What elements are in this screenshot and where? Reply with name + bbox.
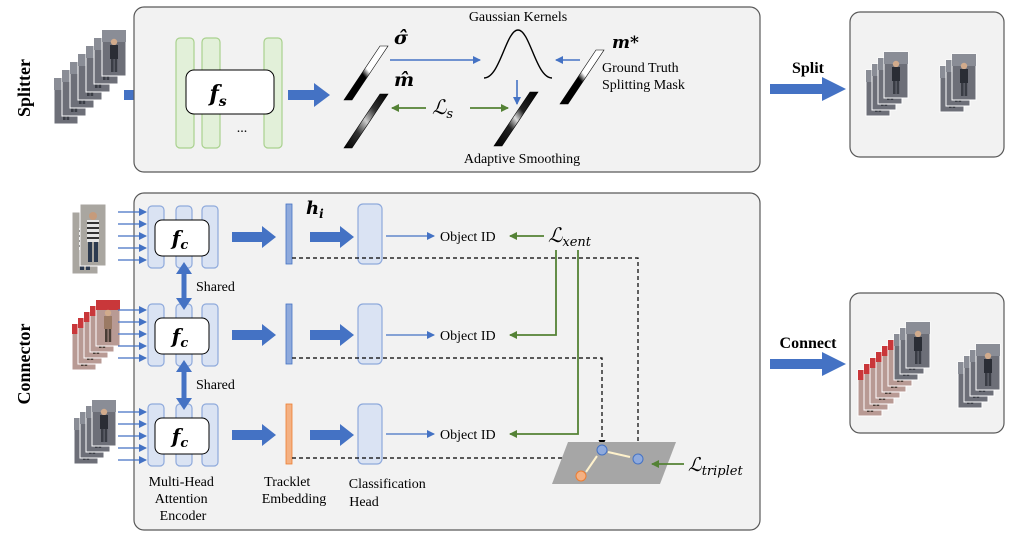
ground-truth-caption-1: Ground Truth bbox=[602, 61, 679, 76]
classification-head-1 bbox=[357, 203, 383, 265]
xent-to-id3-arrow bbox=[509, 250, 579, 438]
object-id-label-3: Object ID bbox=[440, 428, 496, 443]
connector-encoder-2-subscript: c bbox=[180, 336, 188, 351]
encoder-2-output-arrow bbox=[232, 324, 276, 346]
split-arrow bbox=[770, 77, 846, 101]
shared-label-1: Shared bbox=[196, 280, 235, 295]
input-token-arrows-1 bbox=[118, 208, 147, 264]
object-id-label-2: Object ID bbox=[440, 329, 496, 344]
h-symbol: h bbox=[306, 198, 319, 219]
triplet-pull-push-arrows bbox=[585, 451, 631, 473]
triplet-loss-subscript: triplet bbox=[702, 464, 744, 479]
splitter-encoder: fs ... bbox=[175, 37, 283, 149]
connector-encoder-3: fc bbox=[147, 403, 219, 467]
gaussian-kernel-curve bbox=[483, 29, 553, 79]
triplet-loss-symbol: ℒ bbox=[688, 454, 703, 476]
svg-text:fc: fc bbox=[170, 226, 189, 253]
splitter-input-tracklet bbox=[53, 29, 127, 125]
connect-label: Connect bbox=[780, 335, 838, 352]
classification-head-2 bbox=[357, 303, 383, 365]
encoder-caption-3: Encoder bbox=[160, 509, 207, 524]
tracklet-embedding-2 bbox=[285, 303, 293, 365]
splitter-encoder-box bbox=[185, 69, 275, 115]
splitter-encoder-ellipsis: ... bbox=[237, 121, 248, 136]
encoder-3-output-arrow bbox=[232, 424, 276, 446]
connector-row-label: Connector bbox=[14, 323, 34, 404]
classification-head-3 bbox=[357, 403, 383, 465]
svg-text:Classification Head: Classification Head bbox=[349, 477, 430, 510]
splitter-row-label: Splitter bbox=[14, 59, 34, 117]
connector-encoder-2-symbol: f bbox=[170, 324, 184, 348]
svg-text:fs: fs bbox=[207, 81, 226, 110]
head-caption-1: Classification bbox=[349, 477, 426, 492]
connector-encoder-3-symbol: f bbox=[170, 424, 184, 448]
svg-text:ℒs: ℒs bbox=[432, 95, 453, 122]
gaussian-kernels-title: Gaussian Kernels bbox=[469, 10, 567, 25]
splitter-encoder-symbol: f bbox=[207, 81, 222, 107]
encoder-1-output-arrow bbox=[232, 226, 276, 248]
ground-truth-caption-2: Splitting Mask bbox=[602, 78, 685, 93]
predicted-sigma-mask bbox=[343, 45, 389, 101]
h-subscript: i bbox=[319, 207, 324, 221]
split-label: Split bbox=[792, 60, 825, 77]
svg-text:ℒxent: ℒxent bbox=[548, 223, 592, 250]
splitter-panel bbox=[133, 6, 761, 173]
embedding-1-to-triplet-dashed bbox=[292, 257, 642, 455]
object-id-label-1: Object ID bbox=[440, 230, 496, 245]
tracklet-embedding-1 bbox=[285, 203, 293, 265]
svg-text:fc: fc bbox=[170, 324, 189, 351]
connector-input-tracklet-3 bbox=[73, 399, 117, 465]
shared-weights-arrow-2 bbox=[176, 360, 192, 410]
adaptive-smoothing-caption: Adaptive Smoothing bbox=[464, 152, 580, 167]
m-star-label: m* bbox=[612, 33, 639, 53]
triplet-point-3 bbox=[575, 470, 587, 482]
shared-weights-arrow-1 bbox=[176, 262, 192, 310]
embedding-2-output-arrow bbox=[310, 324, 354, 346]
input-token-arrows-2 bbox=[118, 306, 147, 362]
xent-to-id2-arrow bbox=[509, 250, 557, 339]
embedding-3-output-arrow bbox=[310, 424, 354, 446]
split-output-panel bbox=[849, 11, 1005, 158]
connector-encoder-2: fc bbox=[147, 303, 219, 367]
head-caption-2: Head bbox=[349, 495, 379, 510]
xent-loss-subscript: xent bbox=[562, 235, 591, 250]
xent-loss-symbol: ℒ bbox=[548, 223, 563, 247]
tracklet-embedding-3 bbox=[285, 403, 293, 465]
svg-text:hi: hi bbox=[306, 198, 324, 221]
splitting-loss-subscript: s bbox=[446, 107, 453, 122]
ground-truth-mask bbox=[559, 49, 605, 105]
connector-encoder-1-symbol: f bbox=[170, 226, 184, 250]
embedding-2-to-triplet-dashed bbox=[292, 357, 606, 447]
predicted-m-mask bbox=[343, 93, 389, 149]
embedding-caption-1: Tracklet bbox=[264, 475, 310, 490]
splitting-loss-symbol: ℒ bbox=[432, 95, 447, 119]
triplet-embedding-plane bbox=[552, 442, 676, 484]
connector-input-tracklet-2 bbox=[71, 299, 121, 371]
svg-text:Multi-Head Attention E: Multi-Head Attention Encoder bbox=[149, 475, 218, 524]
connect-arrow bbox=[770, 352, 846, 376]
connector-encoder-1: fc bbox=[147, 205, 219, 269]
connector-encoder-1-subscript: c bbox=[180, 238, 188, 253]
splitter-encoder-output-arrow bbox=[288, 83, 330, 107]
smoothed-mask bbox=[493, 91, 539, 147]
svg-text:Tracklet Embedding: Tracklet Embedding bbox=[262, 475, 327, 507]
shared-label-2: Shared bbox=[196, 378, 235, 393]
input-token-arrows-3 bbox=[118, 408, 147, 464]
m-hat-label: m̂ bbox=[394, 69, 414, 91]
triplet-point-1 bbox=[596, 444, 608, 456]
splitter-encoder-subscript: s bbox=[219, 94, 227, 110]
connector-encoder-3-subscript: c bbox=[180, 436, 188, 451]
svg-text:ℒtriplet: ℒtriplet bbox=[688, 454, 743, 479]
encoder-caption-2: Attention bbox=[155, 492, 208, 507]
connector-input-tracklet-1 bbox=[71, 203, 107, 275]
encoder-caption-1: Multi-Head bbox=[149, 475, 214, 490]
embedding-1-output-arrow bbox=[310, 226, 354, 248]
embedding-caption-2: Embedding bbox=[262, 492, 327, 507]
triplet-point-2 bbox=[632, 453, 644, 465]
sigma-hat-label: σ̂ bbox=[394, 27, 409, 49]
svg-text:fc: fc bbox=[170, 424, 189, 451]
